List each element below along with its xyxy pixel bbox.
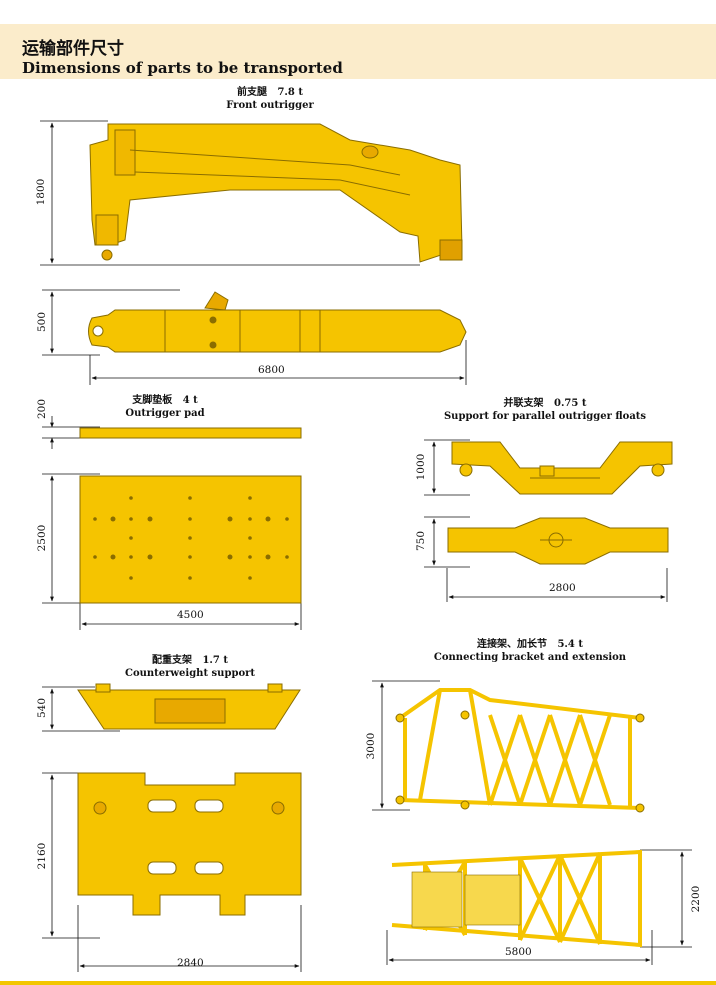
counterweight-support-name-en: Counterweight support xyxy=(125,668,255,679)
front-outrigger-side-view xyxy=(89,123,463,263)
counterweight-support-name-zh: 配重支架 xyxy=(152,655,193,666)
connecting-bracket-title: 连接架、加长节 5.4 t Connecting bracket and ext… xyxy=(425,638,635,664)
page-title-zh: 运输部件尺寸 xyxy=(22,39,124,59)
front-outrigger-name-zh: 前支腿 xyxy=(237,87,268,98)
outrigger-pad-weight: 4 t xyxy=(182,395,198,406)
connecting-bracket-name-en: Connecting bracket and extension xyxy=(433,652,627,663)
front-outrigger-weight: 7.8 t xyxy=(277,87,303,98)
connecting-bracket-height-dim: 3000 xyxy=(365,732,377,760)
parallel-support-weight: 0.75 t xyxy=(553,398,587,409)
outrigger-pad-thickness-dim: 200 xyxy=(36,398,48,420)
parallel-support-side-view xyxy=(451,441,673,495)
parallel-support-top-view xyxy=(447,517,669,565)
outrigger-pad-length-dim: 4500 xyxy=(177,609,204,621)
connecting-bracket-name-zh: 连接架、加长节 xyxy=(477,639,548,650)
page-title-en: Dimensions of parts to be transported xyxy=(22,59,343,77)
part-shapes xyxy=(77,123,673,948)
front-outrigger-width-dim: 500 xyxy=(36,311,48,333)
header-band: 运输部件尺寸 Dimensions of parts to be transpo… xyxy=(0,24,716,79)
front-outrigger-length-dim: 6800 xyxy=(258,364,285,376)
front-outrigger-title: 前支腿 7.8 t Front outrigger xyxy=(210,86,330,112)
counterweight-support-width-dim: 2160 xyxy=(36,842,48,870)
bottom-accent-bar xyxy=(0,981,716,985)
outrigger-pad-side-view xyxy=(79,427,302,439)
counterweight-support-title: 配重支架 1.7 t Counterweight support xyxy=(110,654,270,680)
front-outrigger-top-view xyxy=(88,291,467,353)
front-outrigger-name-en: Front outrigger xyxy=(226,100,314,111)
outrigger-pad-top-view xyxy=(79,475,302,604)
parallel-support-name-en: Support for parallel outrigger floats xyxy=(443,411,647,422)
connecting-bracket-side-view xyxy=(398,688,641,810)
counterweight-support-length-dim: 2840 xyxy=(177,957,204,969)
counterweight-support-side-view xyxy=(77,683,301,730)
outrigger-pad-title: 支脚垫板 4 t Outrigger pad xyxy=(110,394,220,420)
outrigger-pad-width-dim: 2500 xyxy=(36,524,48,552)
connecting-bracket-width-dim: 2200 xyxy=(690,885,702,913)
parallel-support-height-dim: 1000 xyxy=(415,453,427,481)
outrigger-pad-name-en: Outrigger pad xyxy=(125,408,205,419)
counterweight-support-top-view xyxy=(77,772,302,916)
connecting-bracket-length-dim: 5800 xyxy=(505,946,532,958)
parallel-support-width-dim: 750 xyxy=(415,530,427,552)
parallel-support-name-zh: 并联支架 xyxy=(503,398,544,409)
parallel-support-title: 并联支架 0.75 t Support for parallel outrigg… xyxy=(440,397,650,423)
counterweight-support-height-dim: 540 xyxy=(36,697,48,719)
front-outrigger-height-dim: 1800 xyxy=(35,178,47,206)
outrigger-pad-name-zh: 支脚垫板 xyxy=(132,395,173,406)
counterweight-support-weight: 1.7 t xyxy=(202,655,228,666)
parallel-support-length-dim: 2800 xyxy=(549,582,576,594)
connecting-bracket-weight: 5.4 t xyxy=(557,639,583,650)
